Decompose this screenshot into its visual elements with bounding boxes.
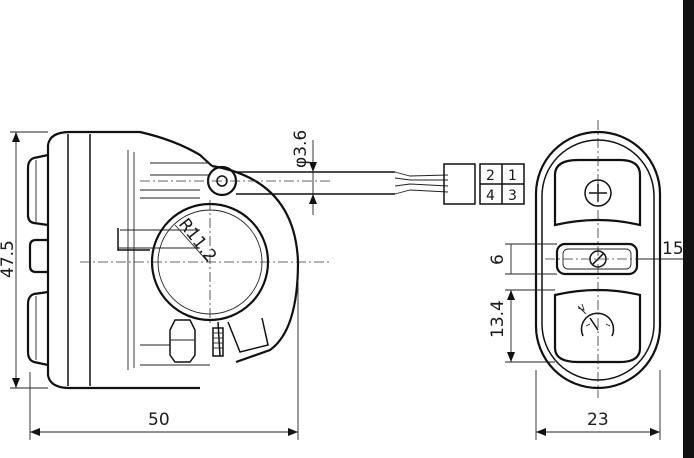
frame-border [683,0,694,458]
speedometer-icon [577,303,615,337]
width-label: 50 [148,410,170,430]
side-view: R11.2 2 1 4 3 φ3.6 47.5 50 [0,130,525,440]
speedometer-button [553,288,642,364]
end-width-label: 23 [587,410,609,430]
pin-4: 4 [486,188,495,204]
pin-3: 3 [508,188,517,204]
cable-diameter-label: φ3.6 [291,130,311,168]
height-label: 47.5 [0,240,18,278]
plus-button [553,158,642,227]
pin-2: 2 [486,168,495,184]
end-view: 6 15 13.4 23 [488,120,684,440]
bottom-height-label: 13.4 [488,300,508,338]
middle-height-label: 6 [488,254,508,265]
middle-offset-label: 15 [662,239,684,259]
radius-label: R11.2 [174,215,220,266]
pin-1: 1 [508,168,517,184]
